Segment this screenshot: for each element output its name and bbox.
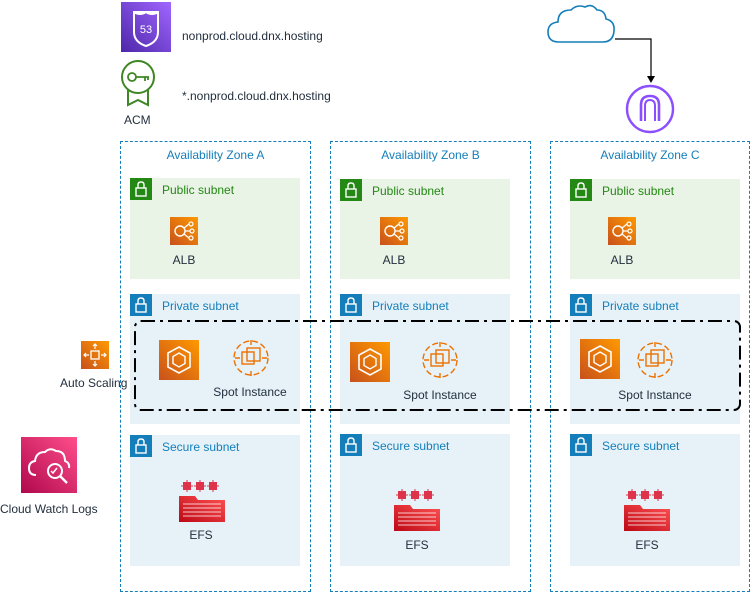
alb-icon — [608, 217, 636, 245]
subnet-label: Secure subnet — [602, 439, 680, 453]
efs-label: EFS — [189, 528, 213, 542]
lock-icon — [130, 178, 152, 200]
efs-label: EFS — [635, 538, 659, 552]
subnet-label: Secure subnet — [162, 440, 240, 454]
public-subnet-c: Public subnet — [570, 179, 740, 279]
subnet-label: Secure subnet — [372, 439, 450, 453]
route53-icon: 53 — [121, 2, 171, 52]
public-subnet-b: Public subnet — [340, 179, 510, 279]
alb-label: ALB — [382, 253, 406, 267]
alb-label: ALB — [610, 253, 634, 267]
efs-label: EFS — [405, 538, 429, 552]
alb-icon — [380, 217, 408, 245]
autoscaling-label: Auto Scaling — [60, 376, 128, 390]
efs-icon — [622, 489, 672, 533]
subnet-label: Private subnet — [372, 299, 449, 313]
efs-icon — [392, 489, 442, 533]
alb-label: ALB — [172, 253, 196, 267]
internet-gateway-icon — [624, 83, 676, 135]
spot-instance-icon — [635, 340, 675, 380]
route53-domain: nonprod.cloud.dnx.hosting — [182, 29, 323, 43]
svg-text:53: 53 — [140, 24, 152, 36]
lock-icon — [130, 435, 152, 457]
lock-icon — [570, 179, 592, 201]
acm-certificate-icon — [118, 58, 158, 108]
autoscaling-icon — [81, 341, 109, 369]
lock-icon — [570, 434, 592, 456]
spot-instance-label: Spot Instance — [403, 388, 477, 402]
lock-icon — [570, 294, 592, 316]
ecs-container-icon — [350, 342, 390, 382]
subnet-label: Public subnet — [602, 184, 675, 198]
secure-subnet-b: Secure subnet — [340, 434, 510, 566]
subnet-label: Public subnet — [162, 183, 235, 197]
ecs-container-icon — [580, 339, 620, 379]
spot-instance-icon — [420, 340, 460, 380]
autoscaling-group-boundary — [132, 318, 744, 414]
public-subnet-a: Public subnet — [130, 178, 300, 279]
availability-zone-label: Availability Zone A — [166, 148, 265, 162]
alb-icon — [170, 217, 198, 245]
acm-label: ACM — [124, 113, 151, 127]
connector-line — [600, 38, 660, 88]
secure-subnet-c: Secure subnet — [570, 434, 740, 566]
cloudwatch-logs-label: Cloud Watch Logs — [0, 502, 98, 516]
availability-zone-label: Availability Zone B — [381, 148, 480, 162]
private-subnet-a: Private subnet — [130, 294, 300, 424]
lock-icon — [340, 179, 362, 201]
spot-instance-icon — [231, 338, 271, 378]
cloudwatch-logs-icon — [21, 437, 77, 493]
internet-cloud-icon — [545, 2, 617, 46]
lock-icon — [340, 434, 362, 456]
subnet-label: Public subnet — [372, 184, 445, 198]
lock-icon — [130, 294, 152, 316]
subnet-label: Private subnet — [162, 299, 239, 313]
spot-instance-label: Spot Instance — [213, 385, 287, 399]
efs-icon — [177, 480, 227, 524]
availability-zone-label: Availability Zone C — [600, 148, 700, 162]
acm-domain: *.nonprod.cloud.dnx.hosting — [182, 89, 331, 103]
spot-instance-label: Spot Instance — [618, 388, 692, 402]
subnet-label: Private subnet — [602, 299, 679, 313]
lock-icon — [340, 294, 362, 316]
ecs-container-icon — [159, 340, 199, 380]
